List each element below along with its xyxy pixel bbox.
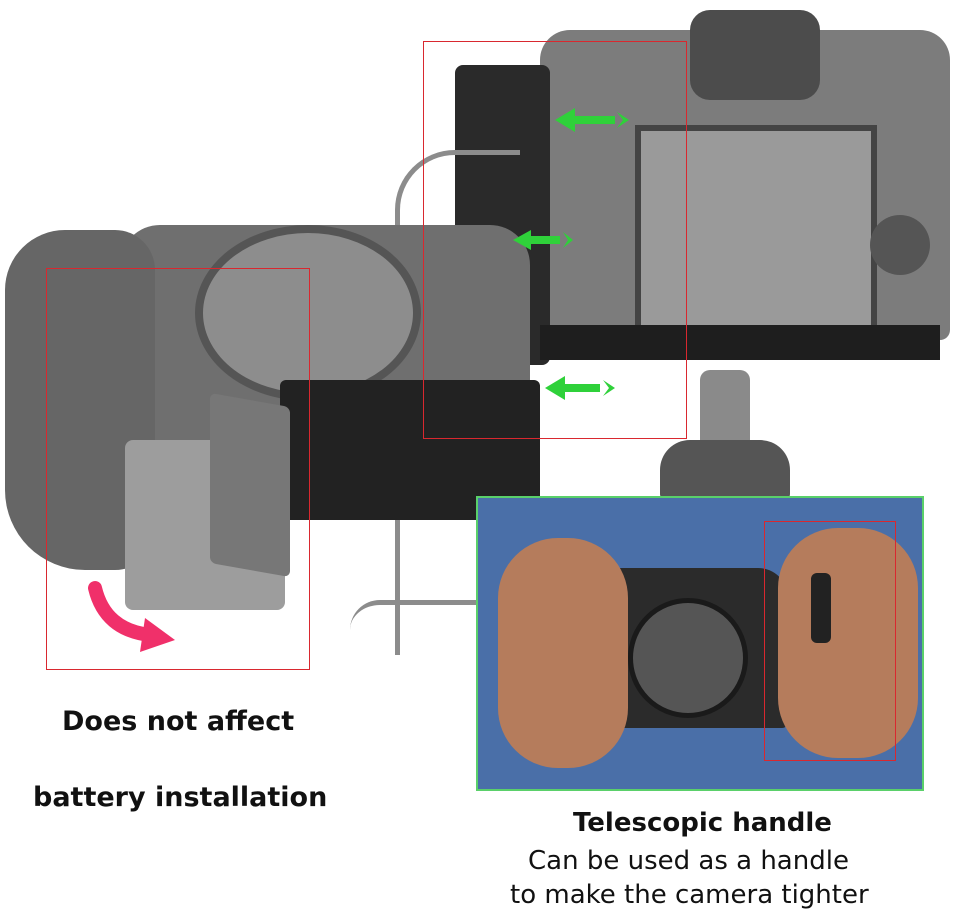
left-hand — [498, 538, 628, 768]
bracket-highlight-box — [423, 41, 687, 439]
handle-highlight-box — [764, 521, 896, 761]
arrow-icon-middle — [513, 230, 573, 250]
l-bracket-base — [540, 325, 940, 360]
green-arrows — [513, 108, 629, 400]
tripod-head — [700, 370, 750, 450]
product-photo — [5, 10, 950, 655]
rear-camera-dial — [870, 215, 930, 275]
left-caption-line2: battery installation — [33, 782, 328, 813]
rear-camera-viewfinder — [690, 10, 820, 100]
arrow-icon-bottom — [545, 376, 615, 400]
cable-lower — [350, 600, 530, 635]
tripod-base — [660, 440, 790, 500]
curved-arrow-icon — [88, 581, 175, 652]
inset-handle — [811, 573, 831, 643]
rear-camera-lcd — [635, 125, 877, 347]
right-caption-line2: to make the camera tighter — [510, 880, 869, 910]
inset-photo — [476, 496, 924, 791]
left-caption-line1: Does not affect — [62, 706, 295, 737]
right-hand — [778, 528, 918, 758]
inset-camera-mount — [628, 598, 748, 718]
arrow-icon-top — [555, 108, 629, 132]
front-camera-mount — [195, 225, 421, 401]
right-caption-line1: Can be used as a handle — [528, 846, 849, 876]
right-caption-title: Telescopic handle — [573, 808, 832, 838]
battery-highlight-box — [46, 268, 310, 670]
